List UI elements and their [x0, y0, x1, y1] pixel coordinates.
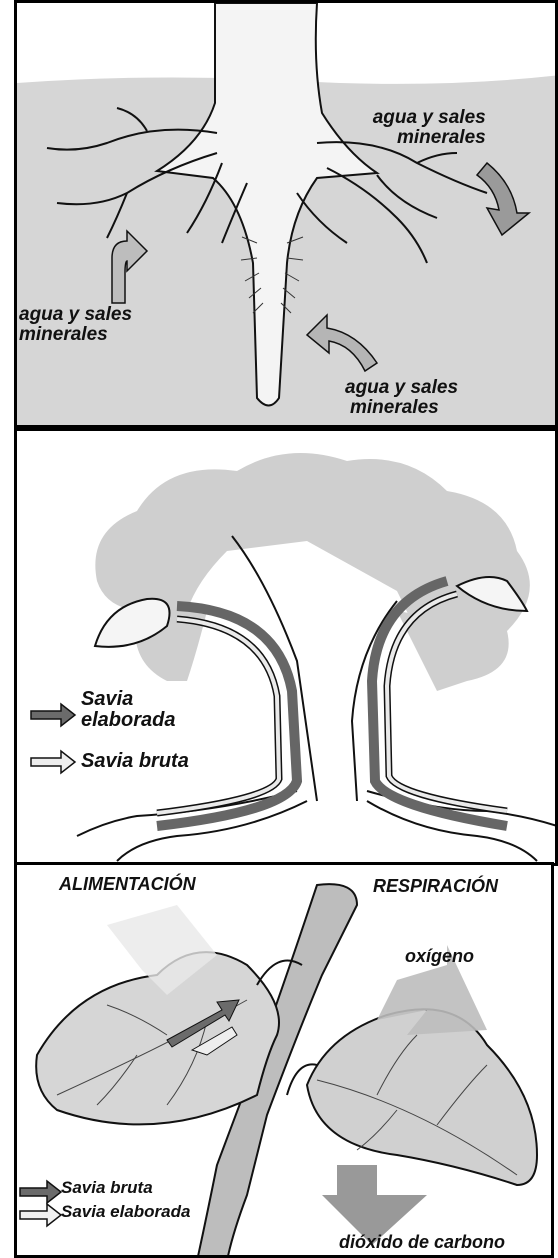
legend-bruta-label: Savia bruta	[81, 751, 189, 772]
roots-panel: agua y sales minerales agua y sales mine…	[14, 0, 558, 428]
label-oxygen: oxígeno	[405, 947, 474, 966]
sap-flow-illustration	[17, 431, 558, 866]
label-carbon-dioxide: dióxido de carbono	[339, 1233, 505, 1252]
roots-illustration	[17, 3, 558, 428]
leaf-breathing	[307, 1009, 537, 1185]
label-roots-left: agua y sales minerales	[19, 305, 132, 345]
legend-elaborada-leaf-label: Savia elaborada	[61, 1203, 190, 1221]
legend-arrow-bruta-leaf	[20, 1181, 61, 1203]
legend-arrow-bruta	[31, 751, 75, 773]
legend-bruta-leaf-label: Savia bruta	[61, 1179, 153, 1197]
heading-breathing: RESPIRACIÓN	[373, 877, 498, 896]
sap-flow-panel: Savia elaborada Savia bruta	[14, 428, 558, 866]
leaf-panel: ALIMENTACIÓN RESPIRACIÓN oxígeno dióxido…	[14, 862, 554, 1258]
legend-arrow-elaborada	[31, 704, 75, 726]
legend-arrow-elaborada-leaf	[20, 1204, 61, 1226]
heading-feeding: ALIMENTACIÓN	[59, 875, 196, 894]
label-roots-top-right: agua y sales minerales	[367, 108, 486, 148]
leaf-illustration	[17, 865, 554, 1258]
legend-elaborada-label: Savia elaborada	[81, 689, 175, 731]
label-roots-bottom-right: agua y sales minerales	[345, 378, 458, 418]
